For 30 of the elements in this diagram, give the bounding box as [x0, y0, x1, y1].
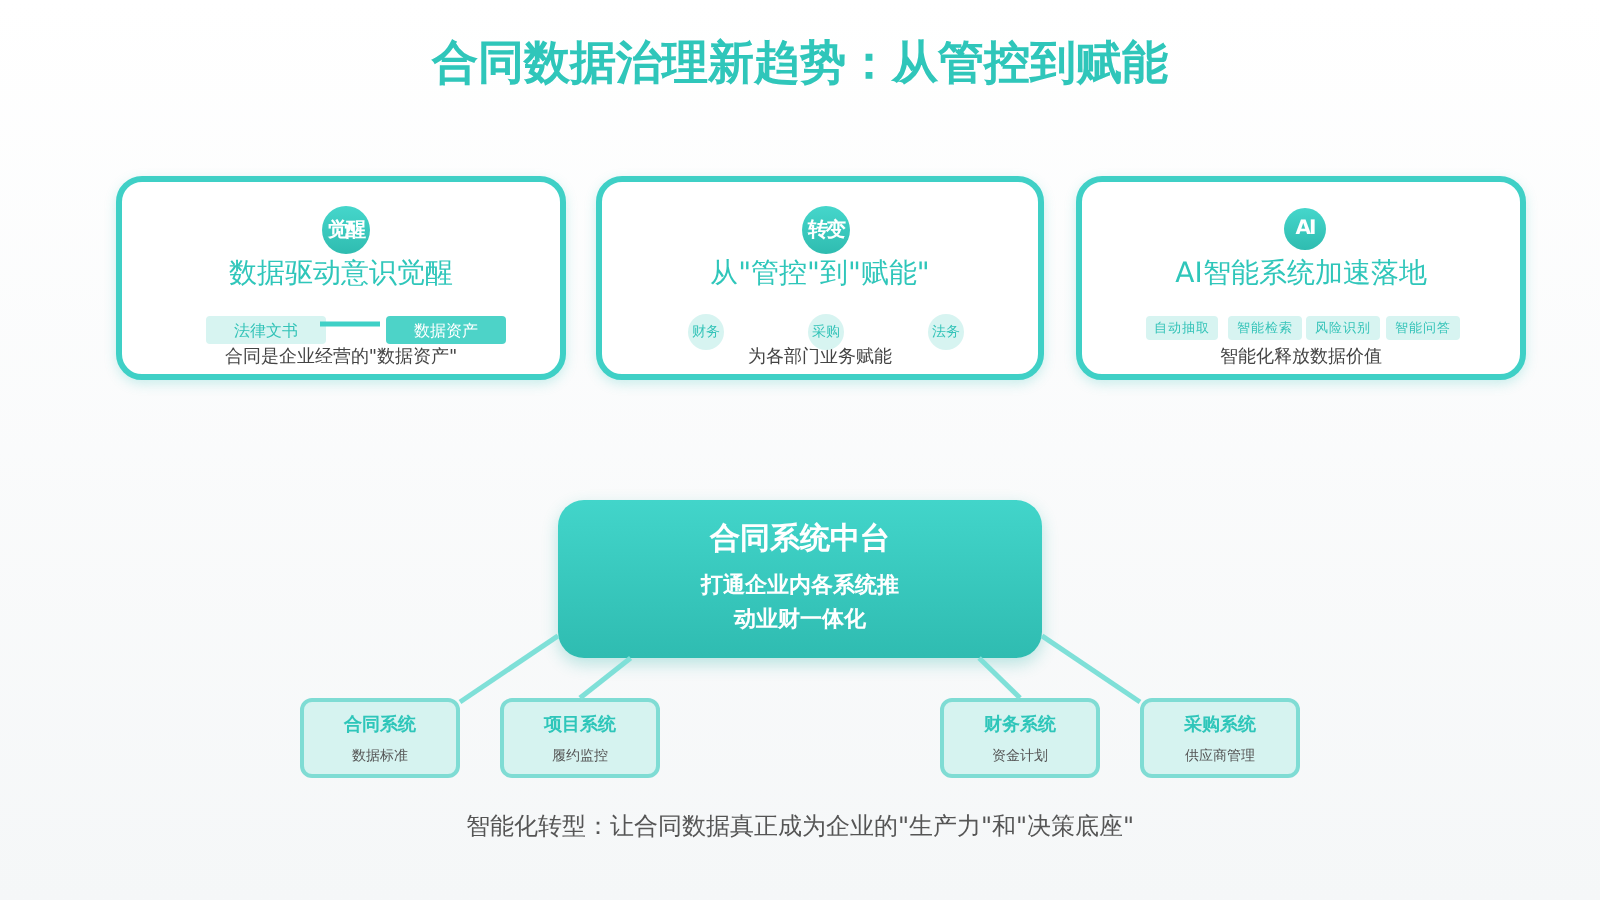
card-heading: AI智能系统加速落地 [1173, 256, 1429, 292]
card [1076, 176, 1526, 380]
connector-line [1040, 633, 1142, 705]
tag: 法律文书 [206, 316, 326, 344]
hub-heading: 合同系统中台 [707, 520, 892, 558]
badge-icon: 觉醒 [322, 206, 370, 254]
card-heading: 从"管控"到"赋能" [708, 256, 932, 292]
card-subtitle: 智能化释放数据价值 [1218, 345, 1384, 370]
badge-icon: 转变 [802, 206, 850, 254]
system-box [1140, 698, 1300, 778]
system-box [300, 698, 460, 778]
system-name: 财务系统 [982, 712, 1058, 738]
card [116, 176, 566, 380]
system-box [500, 698, 660, 778]
connector-line [458, 633, 560, 705]
title: 合同数据治理新趋势：从管控到赋能 [429, 36, 1170, 94]
card [596, 176, 1044, 380]
card-subtitle: 合同是企业经营的"数据资产" [222, 345, 460, 370]
system-name: 采购系统 [1182, 712, 1258, 738]
hub-description: 打通企业内各系统推动业财一体化 [698, 570, 901, 636]
system-box [940, 698, 1100, 778]
system-name: 合同系统 [342, 712, 418, 738]
hub-box [558, 500, 1042, 658]
caption: 智能化转型：让合同数据真正成为企业的"生产力"和"决策底座" [463, 810, 1137, 844]
card-heading: 数据驱动意识觉醒 [227, 256, 455, 292]
tag: 数据资产 [386, 316, 506, 344]
badge-icon: AI [1284, 208, 1326, 250]
connector-line [977, 656, 1022, 700]
connector-line [320, 321, 380, 327]
system-name: 项目系统 [541, 712, 618, 738]
